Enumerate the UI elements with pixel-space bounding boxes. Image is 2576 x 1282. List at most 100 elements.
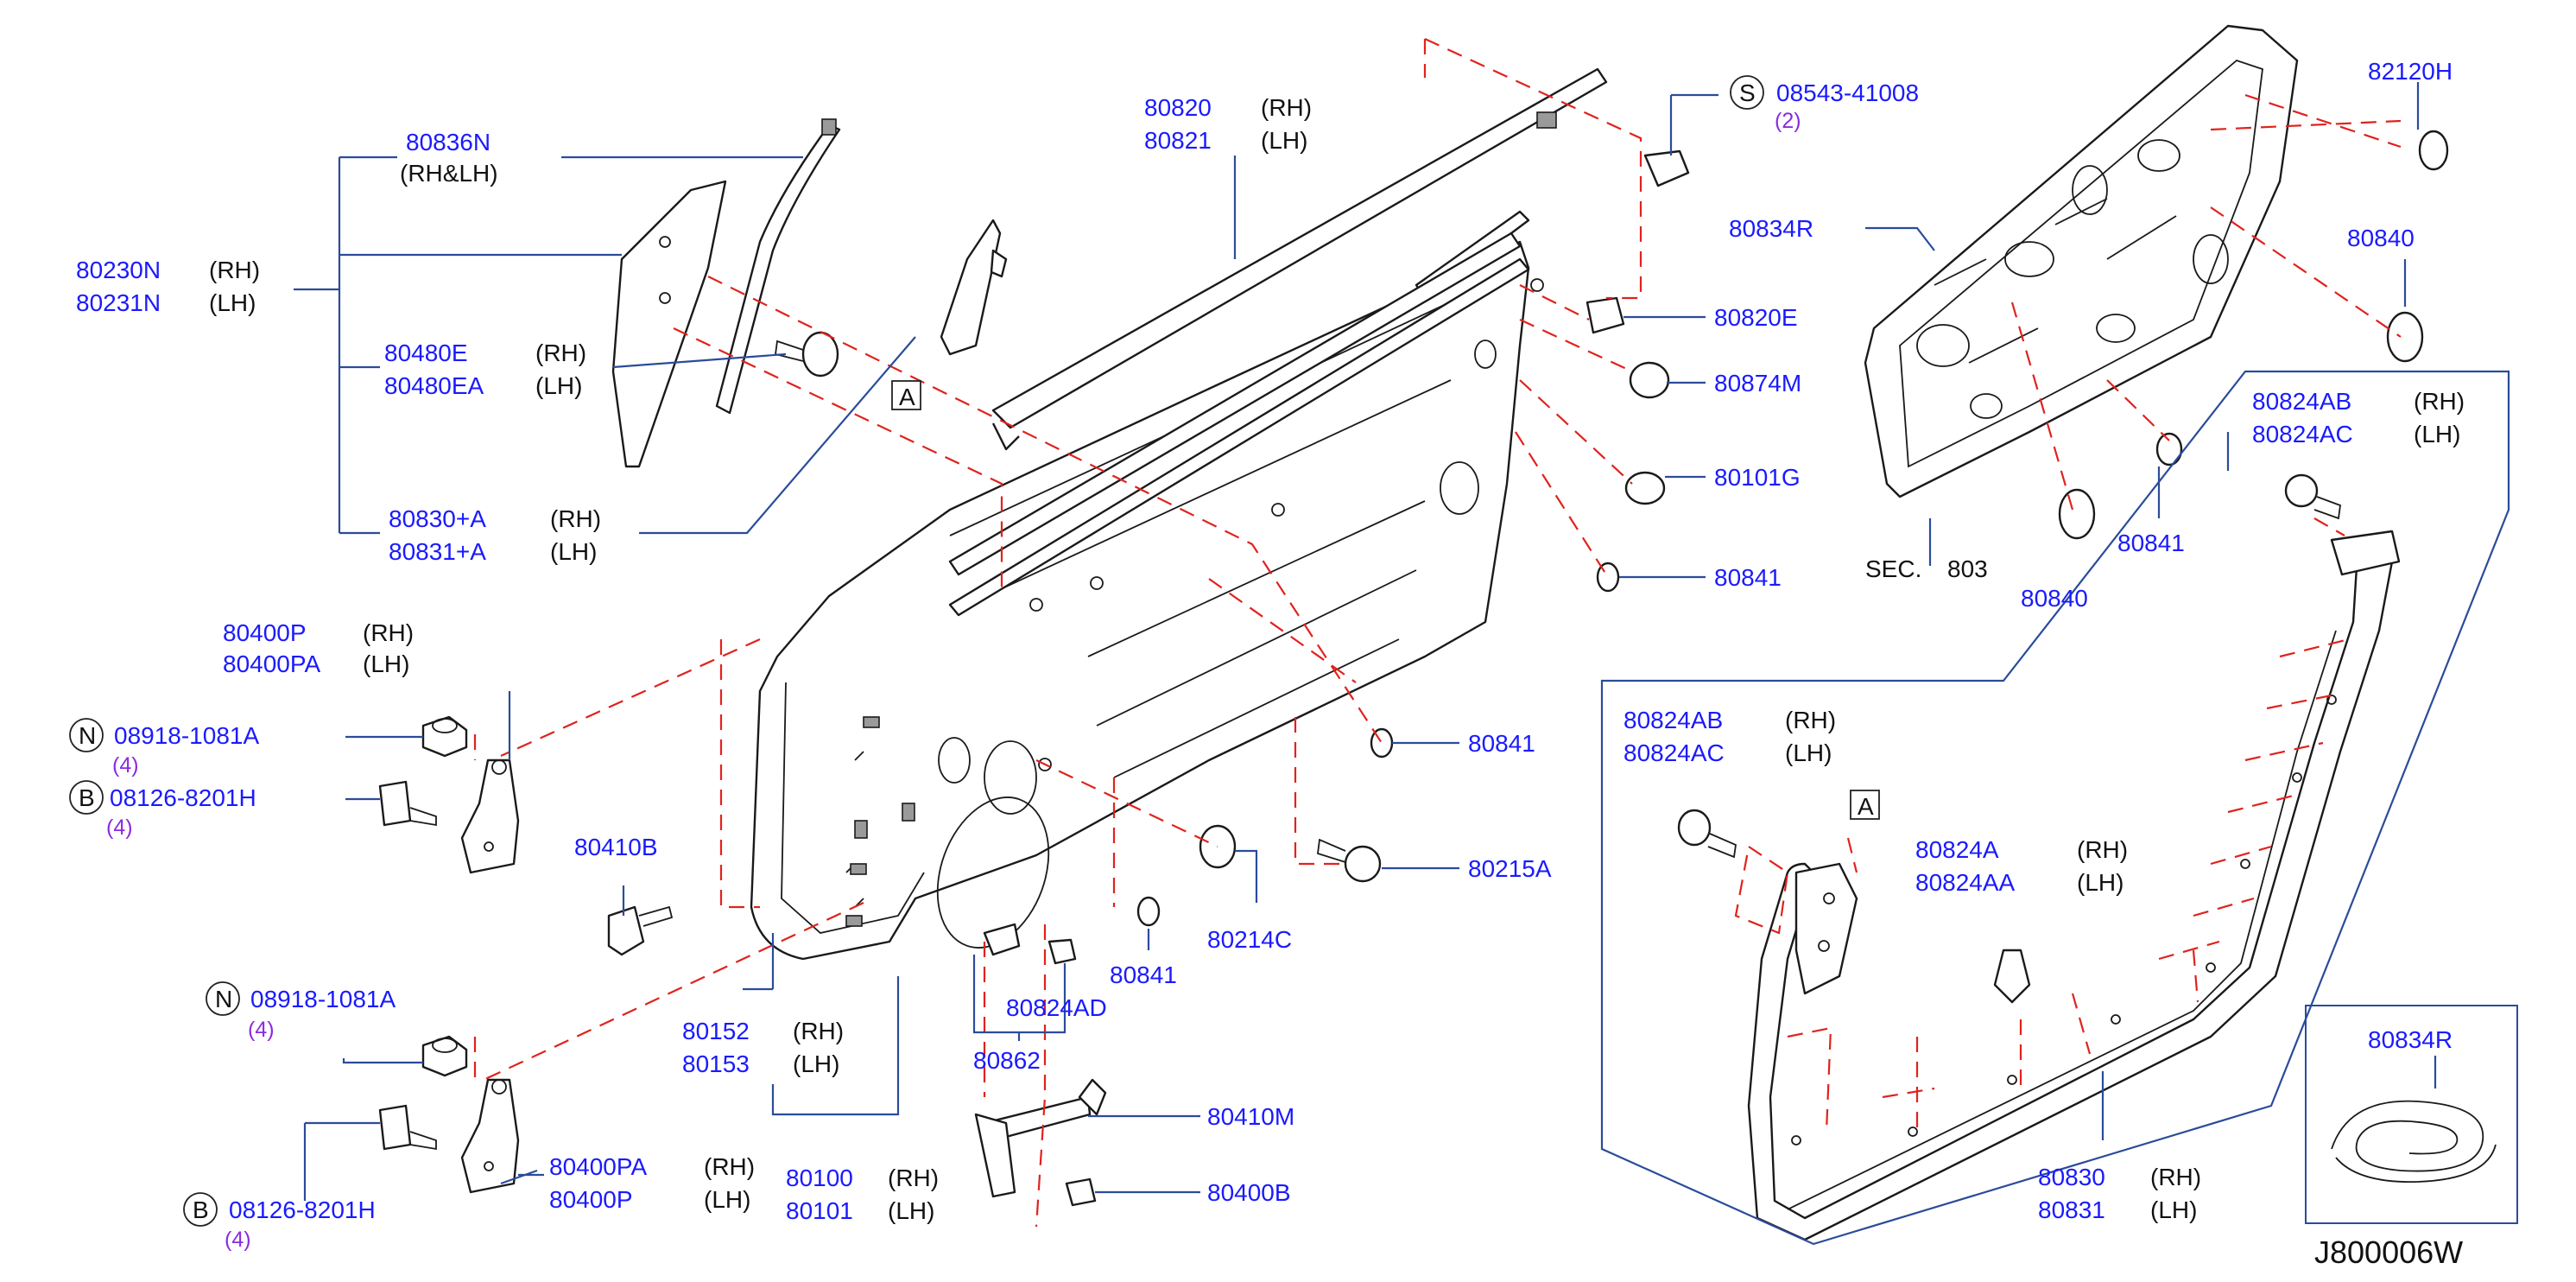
svg-text:(LH): (LH): [209, 289, 256, 316]
svg-text:(2): (2): [1775, 109, 1801, 133]
sealing-screen-drawing: [1864, 24, 2299, 498]
svg-text:(LH): (LH): [2077, 869, 2123, 896]
bumper-80101G: [1624, 471, 1666, 505]
svg-text:(LH): (LH): [704, 1186, 750, 1213]
clip-80824AB-lower: [1677, 809, 1737, 859]
svg-text:(4): (4): [112, 753, 139, 777]
svg-text:(RH): (RH): [1261, 94, 1312, 121]
svg-text:80410M: 80410M: [1207, 1103, 1294, 1130]
svg-text:80824AB: 80824AB: [2252, 388, 2351, 415]
svg-text:80824AA: 80824AA: [1915, 869, 2016, 896]
svg-text:(LH): (LH): [888, 1197, 934, 1224]
svg-text:82120H: 82120H: [2368, 58, 2453, 85]
svg-text:(4): (4): [106, 816, 133, 840]
clip-80874M: [1629, 361, 1670, 399]
svg-text:N: N: [79, 722, 96, 749]
svg-text:(LH): (LH): [2150, 1196, 2197, 1223]
svg-text:80101: 80101: [786, 1197, 853, 1224]
svg-text:80840: 80840: [2021, 585, 2088, 612]
svg-text:80831: 80831: [2038, 1196, 2105, 1223]
svg-text:(RH): (RH): [1785, 707, 1836, 733]
svg-text:(RH): (RH): [363, 619, 414, 646]
bolt-80480E: [775, 331, 839, 378]
svg-text:(RH): (RH): [2414, 388, 2465, 415]
svg-text:08126-8201H: 08126-8201H: [229, 1196, 376, 1223]
nut-upper: [421, 715, 468, 758]
svg-text:08126-8201H: 08126-8201H: [110, 784, 256, 811]
svg-text:(LH): (LH): [550, 538, 597, 565]
svg-text:(RH&LH): (RH&LH): [400, 160, 498, 187]
svg-text:(RH): (RH): [793, 1018, 844, 1044]
svg-text:SEC.: SEC.: [1865, 555, 1921, 582]
svg-text:80231N: 80231N: [76, 289, 161, 316]
screw-S: [1643, 149, 1690, 187]
svg-text:80830+A: 80830+A: [389, 505, 486, 532]
ref-mark-A-2: A: [1850, 790, 1880, 820]
leader-lines: [294, 82, 2510, 1246]
svg-text:(LH): (LH): [535, 372, 582, 399]
svg-text:80862: 80862: [973, 1047, 1041, 1074]
svg-text:80841: 80841: [2117, 530, 2185, 556]
lower-hinge-drawing: [460, 1078, 520, 1194]
svg-text:08918-1081A: 08918-1081A: [114, 722, 259, 749]
svg-text:80824AC: 80824AC: [1623, 739, 1725, 766]
svg-text:80215A: 80215A: [1468, 855, 1552, 882]
svg-text:B: B: [79, 784, 95, 811]
svg-text:(LH): (LH): [2414, 421, 2460, 447]
svg-text:(RH): (RH): [550, 505, 601, 532]
svg-text:80824AD: 80824AD: [1006, 994, 1107, 1021]
bolt-80410B: [607, 905, 674, 956]
svg-text:80824AC: 80824AC: [2252, 421, 2353, 447]
window-sash-drawing: [611, 118, 1008, 468]
upper-hinge-drawing: [460, 758, 520, 874]
weatherstrip-drawing: [1747, 530, 2401, 1241]
svg-text:80400PA: 80400PA: [223, 651, 320, 677]
svg-text:80101G: 80101G: [1714, 464, 1801, 491]
label-80836N: 80836N: [406, 129, 491, 155]
svg-text:(RH): (RH): [2150, 1164, 2201, 1190]
door-check-drawing: [974, 1078, 1107, 1207]
bolt-80215A: [1317, 838, 1382, 883]
svg-text:A: A: [899, 384, 915, 410]
bolt-lower: [378, 1104, 437, 1151]
svg-text:80840: 80840: [2347, 225, 2415, 251]
diagram-code: J800006W: [2314, 1234, 2463, 1270]
svg-text:80841: 80841: [1468, 730, 1535, 757]
svg-text:80410B: 80410B: [574, 834, 658, 860]
plug-80840-b: [2058, 488, 2096, 540]
clip-80820E: [1585, 296, 1625, 334]
svg-text:80400B: 80400B: [1207, 1179, 1291, 1206]
svg-text:(LH): (LH): [1261, 127, 1307, 154]
svg-text:80400P: 80400P: [549, 1186, 633, 1213]
plug-80840-a: [2386, 311, 2424, 363]
door-panel-drawing: [750, 240, 1544, 961]
plug-80841-a: [1136, 896, 1161, 927]
svg-text:80820E: 80820E: [1714, 304, 1798, 331]
svg-text:(RH): (RH): [888, 1165, 939, 1191]
svg-text:80480E: 80480E: [384, 340, 468, 366]
svg-text:80841: 80841: [1110, 962, 1177, 988]
svg-text:A: A: [1858, 793, 1874, 820]
labels: 80836N (RH&LH) 80230N (RH) 80231N (LH) 8…: [76, 58, 2465, 1270]
svg-text:B: B: [193, 1196, 209, 1223]
inset-box-80834R: [2305, 1005, 2518, 1224]
svg-text:(LH): (LH): [1785, 739, 1832, 766]
svg-text:80153: 80153: [682, 1050, 750, 1077]
svg-text:80874M: 80874M: [1714, 370, 1801, 397]
svg-text:(RH): (RH): [704, 1153, 755, 1180]
svg-text:803: 803: [1947, 555, 1988, 582]
svg-text:80841: 80841: [1714, 564, 1782, 591]
svg-text:80400PA: 80400PA: [549, 1153, 647, 1180]
svg-text:80152: 80152: [682, 1018, 750, 1044]
svg-text:80831+A: 80831+A: [389, 538, 486, 565]
nut-lower: [421, 1035, 468, 1077]
clip-80824A: [1993, 949, 2031, 1004]
svg-text:80824A: 80824A: [1915, 836, 1999, 863]
plug-80841-d: [2155, 432, 2183, 466]
svg-text:(LH): (LH): [363, 651, 409, 677]
svg-text:80230N: 80230N: [76, 257, 161, 283]
plug-82120H: [2418, 130, 2449, 171]
clip-80824AD: [983, 923, 1077, 965]
prefix-circles: [69, 75, 1764, 1227]
